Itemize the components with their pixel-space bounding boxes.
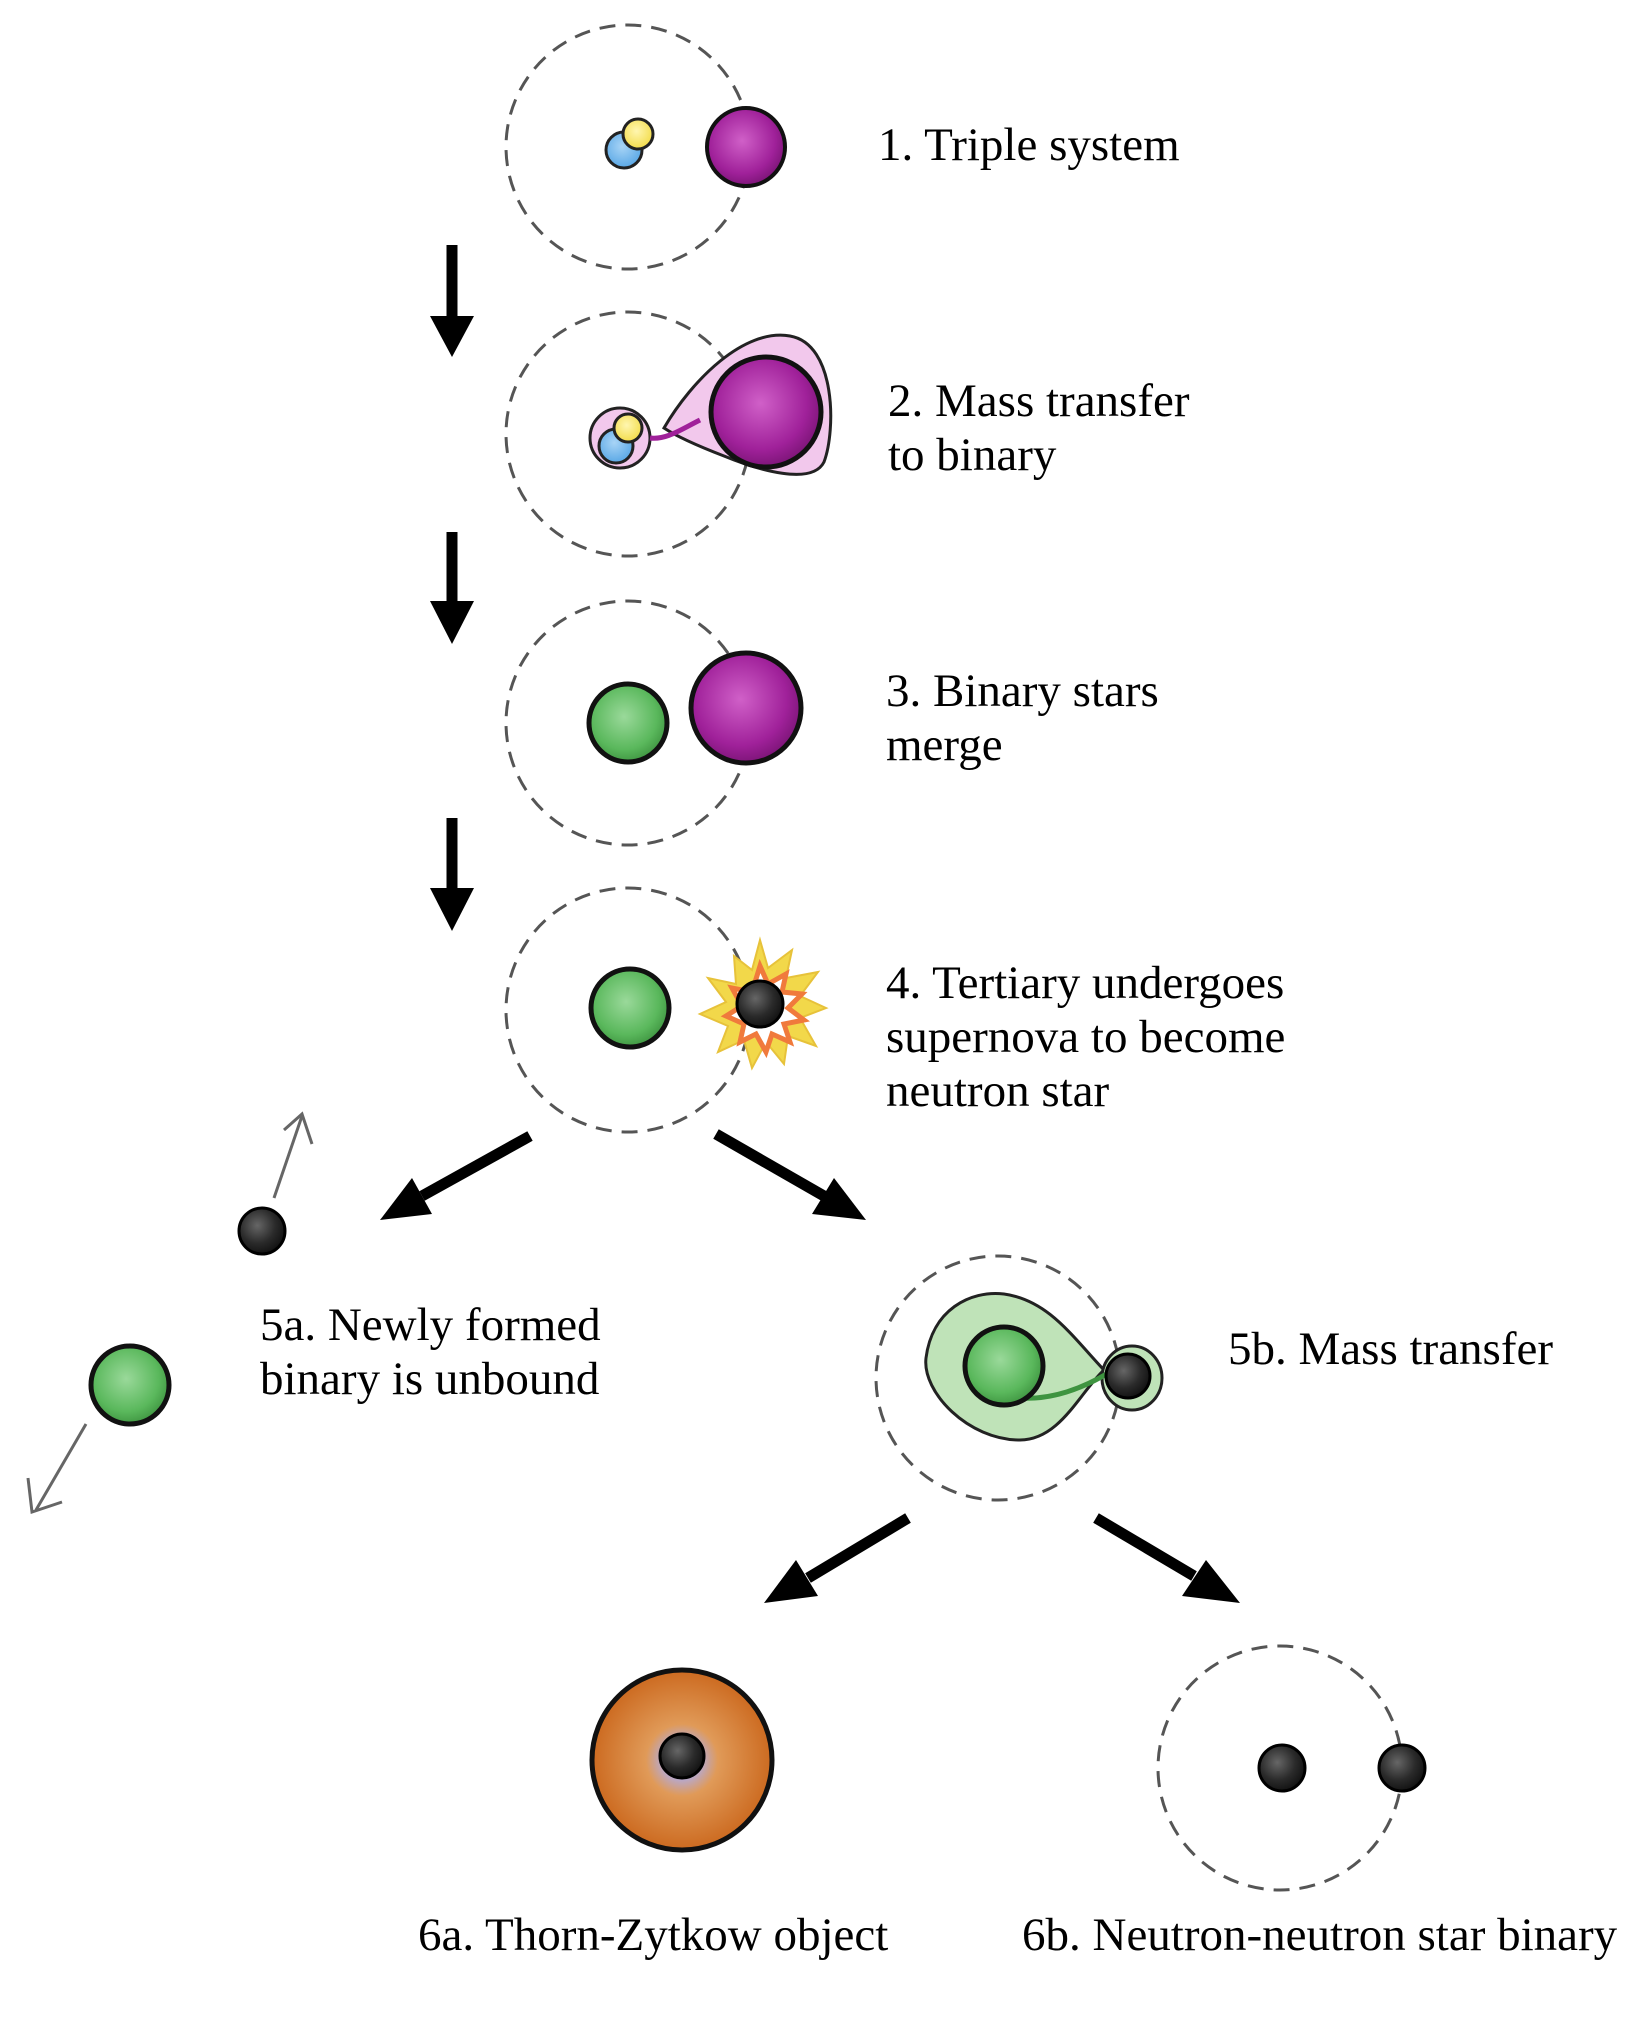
label-stage-2-line-1: 2. Mass transfer xyxy=(888,375,1190,427)
stage-6b-ns-binary xyxy=(1156,1644,1427,1892)
arrow-branch-right-5b xyxy=(713,1129,866,1220)
motion-arrow-down-icon xyxy=(26,1423,88,1515)
label-stage-4-line-1: 4. Tertiary undergoes xyxy=(886,957,1285,1009)
label-stage-6a-line-1: 6a. Thorn-Zytkow object xyxy=(418,1909,889,1961)
label-stage-3-line-1: 3. Binary stars xyxy=(886,665,1159,717)
label-stage-3-line-2: merge xyxy=(886,719,1003,771)
label-stage-5a-line-1: 5a. Newly formed xyxy=(260,1299,601,1351)
neutron-accretor xyxy=(1104,1352,1152,1400)
arrow-down-1 xyxy=(430,245,474,357)
label-stage-5a-line-2: binary is unbound xyxy=(260,1353,600,1405)
stage-6a-thorn-zytkow xyxy=(589,1667,775,1853)
tzo-neutron-core xyxy=(658,1732,706,1780)
label-stage-6b-line-1: 6b. Neutron-neutron star binary xyxy=(1022,1909,1618,1961)
label-stage-4-line-3: neutron star xyxy=(886,1065,1110,1117)
magenta-tertiary-star xyxy=(705,106,787,188)
yellow-star-2 xyxy=(612,412,644,444)
arrow-branch-left-5a xyxy=(380,1131,533,1220)
label-stage-6b: 6b. Neutron-neutron star binary xyxy=(1022,1908,1617,1962)
stage-5a-unbound xyxy=(26,1111,314,1515)
green-merger-star xyxy=(586,681,670,765)
magenta-star-3 xyxy=(688,650,804,766)
motion-arrow-up-icon xyxy=(272,1111,314,1199)
stage-3-merge xyxy=(504,599,804,847)
label-stage-1: 1. Triple system xyxy=(878,118,1180,172)
ejected-neutron-star xyxy=(237,1206,287,1256)
magenta-donor-star xyxy=(708,354,824,470)
stage-2-mass-transfer xyxy=(504,310,833,558)
arrow-down-2 xyxy=(430,532,474,644)
label-stage-4-line-2: supernova to become xyxy=(886,1011,1286,1063)
label-stage-6a: 6a. Thorn-Zytkow object xyxy=(418,1908,888,1962)
arrow-branch-left-6a xyxy=(764,1513,911,1603)
label-stage-5a: 5a. Newly formed binary is unbound xyxy=(260,1298,601,1406)
stage-5b-mass-transfer xyxy=(874,1254,1164,1502)
stage-4-supernova xyxy=(504,886,829,1134)
neutron-star-4 xyxy=(735,979,785,1029)
green-star-4 xyxy=(588,966,672,1050)
label-stage-3: 3. Binary stars merge xyxy=(886,664,1159,772)
label-stage-2-line-2: to binary xyxy=(888,429,1057,481)
label-stage-4: 4. Tertiary undergoes supernova to becom… xyxy=(886,956,1285,1118)
green-donor-star xyxy=(962,1324,1046,1408)
yellow-star xyxy=(621,117,655,151)
arrow-down-3 xyxy=(430,818,474,931)
arrow-branch-right-6b xyxy=(1093,1513,1240,1603)
accretion-stream xyxy=(649,417,702,441)
label-stage-1-line-1: 1. Triple system xyxy=(878,119,1180,171)
neutron-star-a xyxy=(1257,1743,1307,1793)
label-stage-5b: 5b. Mass transfer xyxy=(1228,1322,1553,1376)
label-stage-5b-line-1: 5b. Mass transfer xyxy=(1228,1323,1554,1375)
label-stage-2: 2. Mass transfer to binary xyxy=(888,374,1190,482)
ejected-green-star xyxy=(88,1343,172,1427)
stage-1-triple-system xyxy=(504,23,787,271)
neutron-star-b xyxy=(1377,1743,1427,1793)
